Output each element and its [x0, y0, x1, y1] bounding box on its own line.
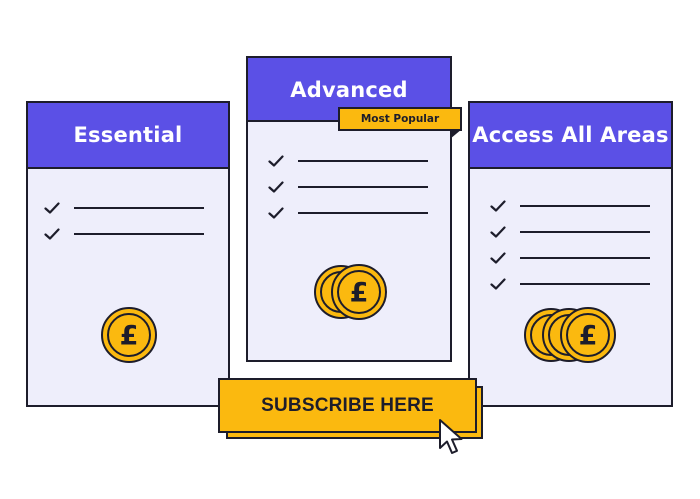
feature-placeholder-line	[520, 283, 650, 285]
feature-item	[470, 219, 671, 245]
check-icon	[490, 252, 506, 264]
most-popular-badge: Most Popular	[338, 107, 462, 131]
check-icon	[490, 278, 506, 290]
feature-item	[248, 148, 450, 174]
plan-title-advanced-text: Advanced	[290, 78, 408, 102]
coin-symbol: £	[579, 321, 598, 352]
coin-symbol: £	[350, 278, 369, 309]
feature-item	[470, 245, 671, 271]
pound-coin-stack-icon: £	[524, 307, 616, 363]
feature-item	[470, 193, 671, 219]
feature-item	[248, 174, 450, 200]
feature-placeholder-line	[298, 186, 428, 188]
pointer-cursor-icon	[439, 419, 463, 454]
coin-symbol: £	[120, 321, 139, 352]
check-icon	[268, 207, 284, 219]
check-icon	[44, 228, 60, 240]
feature-item	[28, 195, 228, 221]
check-icon	[490, 226, 506, 238]
feature-placeholder-line	[298, 212, 428, 214]
feature-item	[470, 271, 671, 297]
plan-title-essential: Essential	[28, 103, 228, 169]
feature-placeholder-line	[74, 207, 204, 209]
feature-list-essential	[28, 195, 228, 247]
feature-list-access-all-areas	[470, 193, 671, 297]
feature-placeholder-line	[298, 160, 428, 162]
plan-title-access-all-areas: Access All Areas	[470, 103, 671, 169]
check-icon	[268, 181, 284, 193]
pound-coin-icon: £	[331, 264, 387, 320]
feature-placeholder-line	[520, 257, 650, 259]
check-icon	[268, 155, 284, 167]
feature-placeholder-line	[520, 205, 650, 207]
pound-coin-stack-icon: £	[314, 264, 387, 320]
feature-placeholder-line	[74, 233, 204, 235]
feature-item	[28, 221, 228, 247]
pound-coin-icon: £	[101, 307, 157, 363]
plan-card-access-all-areas[interactable]: Access All Areas	[468, 101, 673, 407]
pound-coin-icon: £	[560, 307, 616, 363]
check-icon	[490, 200, 506, 212]
check-icon	[44, 202, 60, 214]
badge-fold	[450, 129, 462, 139]
subscribe-button[interactable]: SUBSCRIBE HERE	[218, 378, 477, 433]
feature-item	[248, 200, 450, 226]
feature-placeholder-line	[520, 231, 650, 233]
feature-list-advanced	[248, 148, 450, 226]
